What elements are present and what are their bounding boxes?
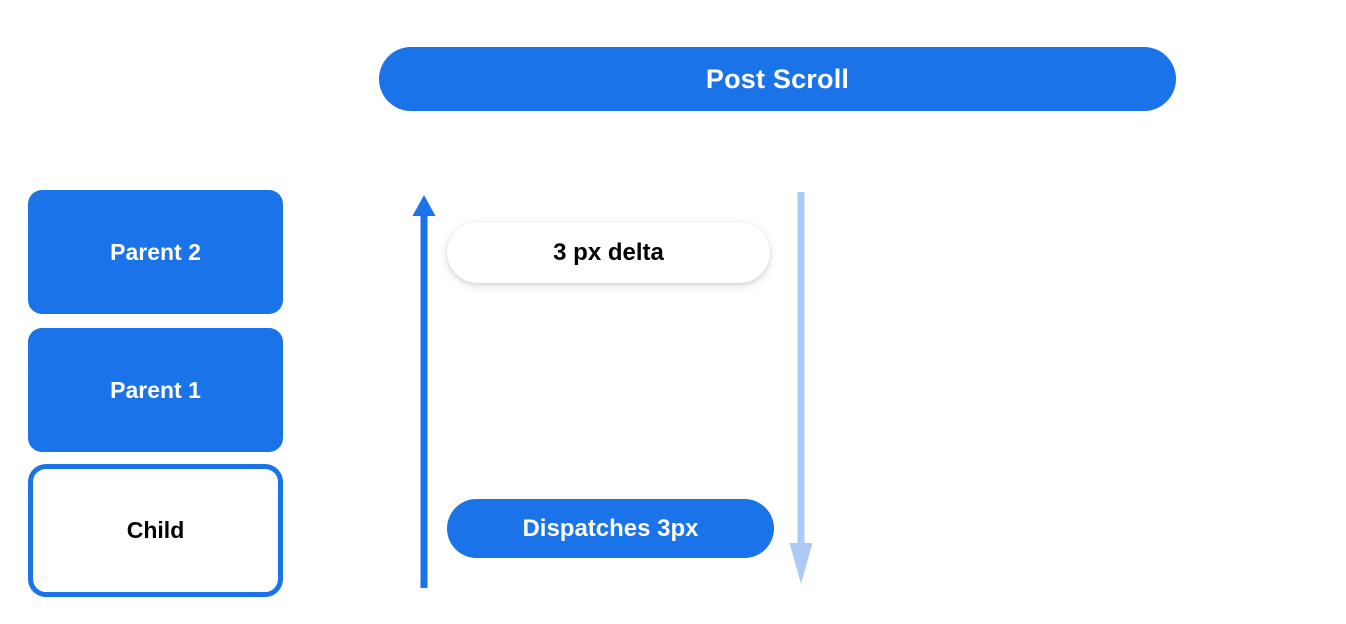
delta-chip-label: 3 px delta [553,238,664,266]
down-arrow-icon [789,192,813,584]
hierarchy-box-parent-1[interactable]: Parent 1 [28,328,283,452]
post-scroll-title: Post Scroll [705,63,850,94]
hierarchy-box-child[interactable]: Child [28,464,283,597]
hierarchy-box-label: Parent 2 [110,238,201,265]
dispatch-chip-label: Dispatches 3px [522,514,699,542]
hierarchy-box-label: Child [126,517,185,543]
dispatch-chip: Dispatches 3px [447,499,774,558]
post-scroll-header: Post Scroll [379,47,1176,111]
up-arrow-icon [412,195,436,588]
hierarchy-box-parent-2[interactable]: Parent 2 [28,190,283,314]
delta-chip: 3 px delta [447,222,770,283]
hierarchy-box-label: Parent 1 [110,376,201,403]
